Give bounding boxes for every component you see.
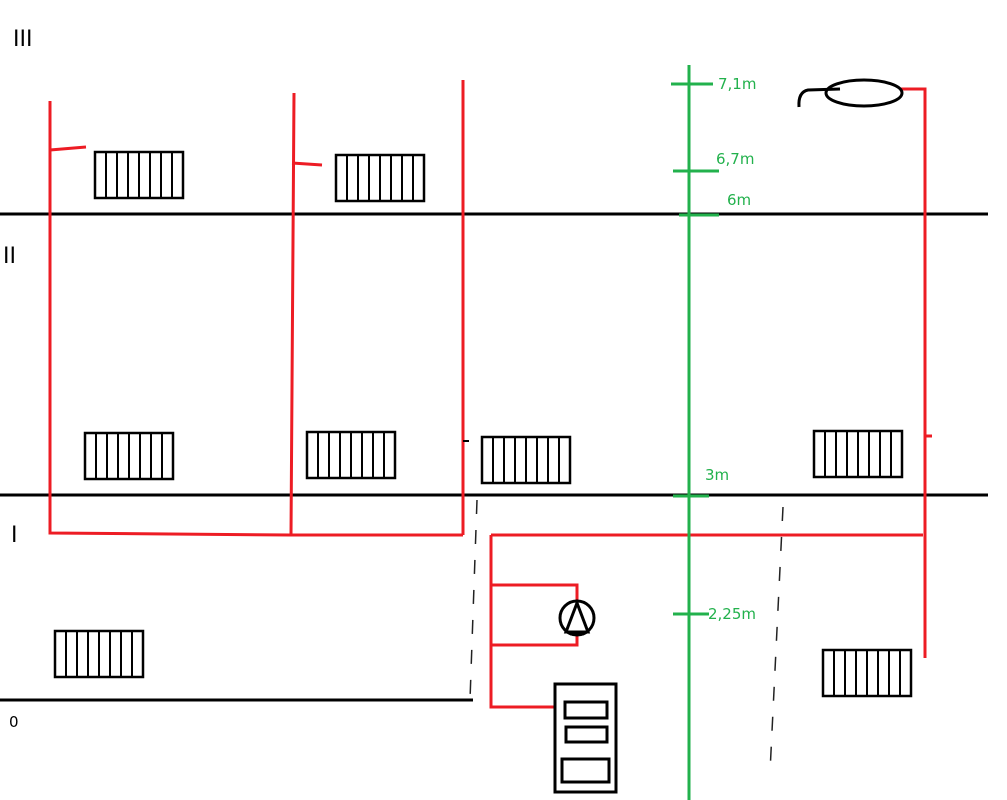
radiators: [53, 150, 913, 698]
riser-pipe-4: [900, 87, 927, 658]
height-label-2-25: 2,25m: [708, 605, 756, 623]
pump-bypass-top: [491, 583, 579, 600]
radiator-icon: [812, 429, 904, 479]
boiler-icon: [553, 682, 618, 794]
floor-label-2: II: [3, 244, 16, 269]
lamp-icon: [797, 78, 904, 108]
boiler-pipe: [489, 535, 555, 709]
height-label-6-7: 6,7m: [716, 150, 754, 168]
height-label-7-1: 7,1m: [718, 75, 756, 93]
radiator-icon: [334, 153, 426, 203]
height-label-6: 6m: [727, 191, 751, 209]
radiator-icon: [305, 430, 397, 480]
riser-pipe-1: [48, 101, 291, 537]
radiator-icon: [480, 435, 572, 485]
radiator-icon: [93, 150, 185, 200]
floor-label-0: 0: [9, 713, 19, 731]
radiator-branch-1: [49, 145, 87, 152]
floor-label-3: III: [13, 27, 32, 52]
radiator-icon: [53, 629, 145, 679]
floor-label-1: I: [11, 523, 18, 548]
radiator-icon: [821, 648, 913, 698]
radiator-icon: [83, 431, 175, 481]
height-label-3: 3m: [705, 466, 729, 484]
pipe-network: [48, 80, 932, 709]
pump-icon: [558, 598, 596, 637]
dashed-line-right: [769, 506, 784, 773]
riser-pipe-2: [289, 92, 463, 537]
height-axis: [671, 65, 719, 800]
pump-bypass-bottom: [491, 636, 579, 647]
radiator-branch-2: [291, 161, 323, 167]
dashed-line-left: [469, 499, 478, 701]
